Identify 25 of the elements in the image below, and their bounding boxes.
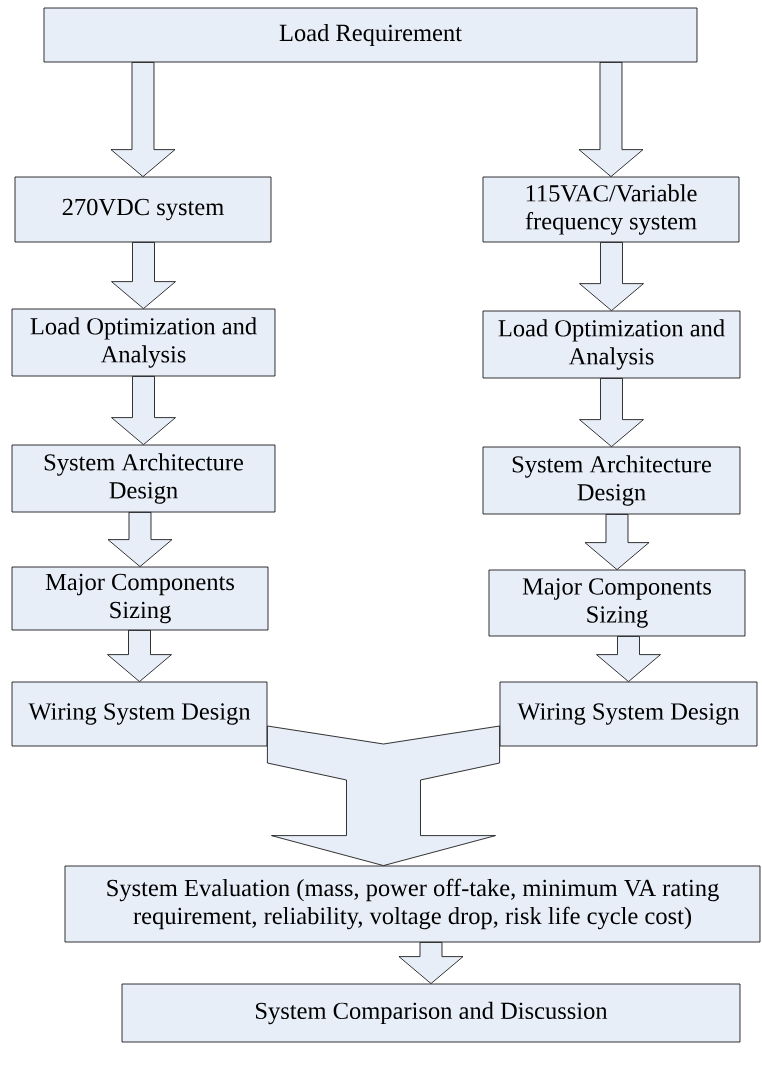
process-box: System Architecture Design xyxy=(482,446,741,515)
block-arrow xyxy=(579,378,644,447)
process-box: Load Requirement xyxy=(43,7,698,63)
block-arrow xyxy=(584,514,650,570)
process-box: Wiring System Design xyxy=(11,681,268,747)
block-arrow xyxy=(398,942,464,984)
merge-arrow xyxy=(267,725,500,866)
process-box: Wiring System Design xyxy=(499,681,758,747)
process-box: System Comparison and Discussion xyxy=(121,983,741,1043)
block-arrow xyxy=(107,630,172,682)
block-arrow xyxy=(107,512,173,567)
process-box: Major Components Sizing xyxy=(488,569,746,637)
process-box: System Evaluation (mass, power off-take, minimum VA rating requirement, reliability, voltage drop, risk life cycle cost) xyxy=(64,865,761,943)
block-arrow xyxy=(596,636,661,682)
block-arrow xyxy=(110,62,176,177)
process-box: 115VAC/Variable frequency system xyxy=(482,176,740,243)
block-arrow xyxy=(111,242,176,309)
block-arrow xyxy=(579,242,644,311)
process-box: Load Optimization and Analysis xyxy=(482,310,741,379)
block-arrow xyxy=(111,376,176,445)
process-box: Load Optimization and Analysis xyxy=(11,308,276,377)
block-arrow xyxy=(578,62,644,177)
process-box: System Architecture Design xyxy=(11,444,276,513)
process-box: 270VDC system xyxy=(14,176,272,243)
process-box: Major Components Sizing xyxy=(11,566,269,631)
